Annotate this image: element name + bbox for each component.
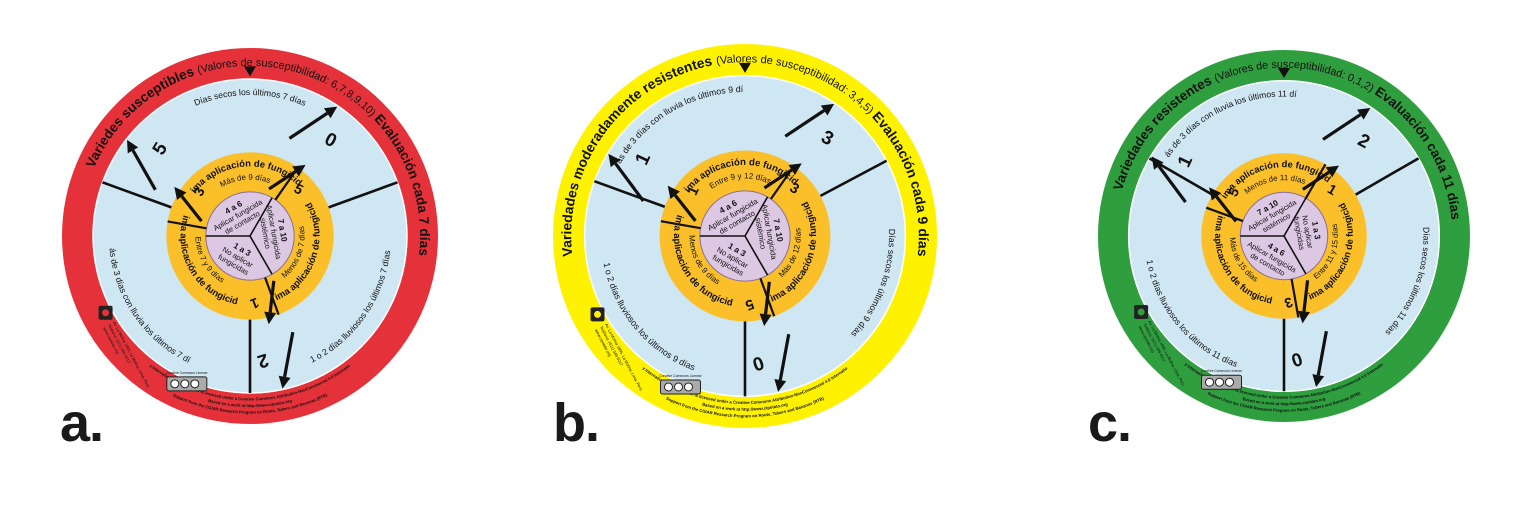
fungicide-arrow-shaft bbox=[1302, 280, 1310, 312]
cc-glyph-icon bbox=[673, 382, 683, 392]
cip-logo-dot bbox=[594, 310, 602, 318]
weather-arrow-head bbox=[278, 375, 291, 389]
panel-label-c: c. bbox=[1088, 393, 1132, 453]
weather-divider bbox=[819, 159, 888, 198]
fungicide-arrow-shaft bbox=[268, 280, 276, 313]
cc-glyph-icon bbox=[170, 379, 180, 389]
cc-glyph-icon bbox=[683, 382, 693, 392]
cc-glyph-icon bbox=[663, 382, 673, 392]
pointer-marker bbox=[739, 62, 751, 73]
panel-label-a: a. bbox=[60, 393, 104, 453]
hub-divider bbox=[249, 235, 273, 275]
fungicide-arrow-shaft bbox=[1301, 170, 1330, 191]
cc-glyph-icon bbox=[1204, 377, 1214, 387]
fungicide-arrow-head bbox=[759, 313, 772, 327]
weather-arrow-shaft bbox=[614, 162, 645, 202]
weather-arrow-head bbox=[1357, 108, 1371, 120]
weather-arrow-head bbox=[820, 103, 835, 116]
fungicide-divider bbox=[1205, 206, 1244, 223]
wheel-a: Variedes susceptibles (Valores de suscep… bbox=[0, 0, 438, 424]
fungicide-arrow-head bbox=[1297, 310, 1310, 324]
weather-arrow-shaft bbox=[1157, 165, 1187, 204]
fungicide-arrow-head bbox=[1209, 187, 1222, 201]
fungicide-arrow-shaft bbox=[673, 194, 697, 222]
weather-arrow-shaft bbox=[778, 333, 791, 381]
pointer-marker bbox=[244, 66, 256, 77]
fungicide-arrow-head bbox=[667, 185, 680, 199]
weather-arrow-shaft bbox=[131, 149, 157, 191]
weather-arrow-shaft bbox=[784, 109, 826, 138]
weather-arrow-shaft bbox=[1322, 113, 1362, 141]
fungicide-divider bbox=[660, 220, 701, 230]
fungicide-arrow-head bbox=[264, 311, 277, 325]
fungicide-arrow-head bbox=[174, 186, 187, 200]
weather-divider bbox=[593, 179, 666, 208]
weather-arrow-head bbox=[608, 153, 621, 168]
cc-glyph-icon bbox=[190, 379, 200, 389]
fungicide-arrow-shaft bbox=[763, 168, 793, 190]
cc-caption: Creative Commons License bbox=[166, 371, 208, 375]
svg-text:7 a 10: 7 a 10 bbox=[276, 218, 289, 243]
hub-divider bbox=[249, 197, 273, 237]
weather-arrow-head bbox=[1151, 156, 1164, 170]
hub-divider bbox=[1283, 235, 1307, 275]
cip-logo-dot bbox=[102, 309, 110, 317]
weather-divider bbox=[328, 181, 398, 209]
hub-divider bbox=[744, 196, 769, 237]
weather-arrow-shaft bbox=[288, 111, 329, 140]
weather-divider bbox=[102, 181, 172, 209]
cc-caption: Creative Commons License bbox=[1201, 369, 1242, 373]
weather-arrow-head bbox=[323, 106, 338, 119]
fungicide-divider bbox=[1290, 278, 1300, 318]
cc-caption: Creative Commons License bbox=[659, 374, 701, 378]
svg-text:7 a 10: 7 a 10 bbox=[771, 218, 785, 243]
fungicide-arrow-shaft bbox=[763, 281, 771, 315]
fungicide-arrow-shaft bbox=[1215, 195, 1238, 223]
fungicide-arrow-head bbox=[292, 164, 306, 177]
fungicide-arrow-head bbox=[1325, 165, 1339, 178]
cc-glyph-icon bbox=[180, 379, 190, 389]
pointer-marker bbox=[1278, 68, 1290, 79]
weather-arrow-head bbox=[774, 378, 787, 392]
weather-arrow-head bbox=[1312, 374, 1325, 388]
weather-arrow-shaft bbox=[1316, 330, 1328, 376]
cip-logo-dot bbox=[1137, 308, 1145, 316]
hub-divider bbox=[1283, 197, 1307, 237]
svg-text:1 a 3: 1 a 3 bbox=[1310, 221, 1322, 241]
hub-divider bbox=[744, 235, 769, 276]
weather-arrow-shaft bbox=[283, 331, 295, 378]
fungicide-divider bbox=[167, 220, 207, 230]
cc-glyph-icon bbox=[1224, 377, 1234, 387]
fungicide-arrow-shaft bbox=[180, 195, 203, 223]
cc-glyph-icon bbox=[1214, 377, 1224, 387]
weather-arrow-head bbox=[127, 139, 139, 154]
weather-divider bbox=[1355, 157, 1420, 196]
fungicide-arrow-shaft bbox=[268, 170, 297, 191]
fungicide-arrow-head bbox=[788, 163, 802, 175]
panel-label-b: b. bbox=[553, 393, 600, 453]
